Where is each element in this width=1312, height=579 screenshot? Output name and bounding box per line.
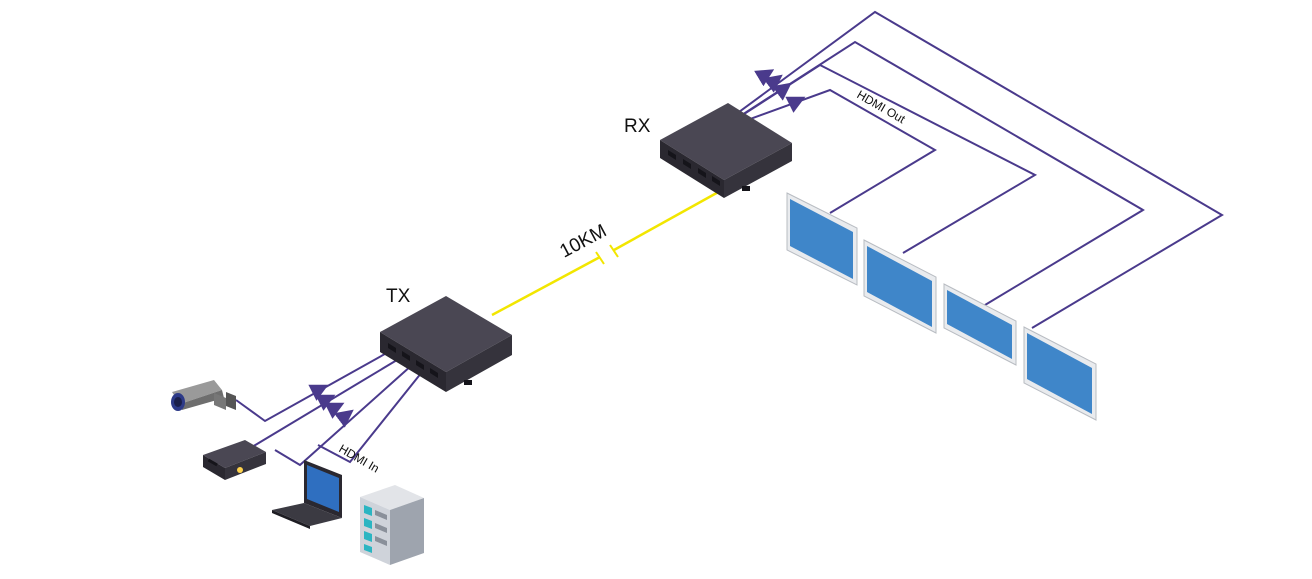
monitor-icon <box>863 239 937 334</box>
hdmi-input-cables <box>235 349 431 467</box>
monitor-icon <box>786 192 858 286</box>
rx-label: RX <box>624 116 651 137</box>
hdmi-in-arrow-4 <box>333 409 354 428</box>
monitor-icon <box>943 283 1017 366</box>
hdmi-in-cable-laptop <box>274 364 413 467</box>
distance-label: 10KM <box>556 221 610 263</box>
monitor-icon <box>1023 326 1097 421</box>
hdmi-in-cable-camera <box>235 349 393 423</box>
hdmi-in-arrow-1 <box>308 384 329 401</box>
hdmi-out-arrow-3 <box>762 74 783 93</box>
tx-hdmi-ports <box>388 343 438 378</box>
rx-hdmi-ports <box>668 150 720 186</box>
tx-box <box>380 296 512 392</box>
monitors <box>786 192 1097 421</box>
hdmi-out-cable-1 <box>719 88 937 214</box>
hdmi-in-cable-projector <box>246 356 403 451</box>
hdmi-in-arrow-2 <box>315 394 336 411</box>
hdmi-output-cables <box>689 10 1224 329</box>
hdmi-out-arrow-1 <box>785 96 806 113</box>
rx-box <box>660 103 792 198</box>
hdmi-out-arrow-4 <box>754 69 775 87</box>
laptop-icon <box>272 460 342 529</box>
tx-label: TX <box>386 286 411 307</box>
projector-icon <box>203 440 266 480</box>
fiber-link <box>491 188 723 317</box>
camera-icon <box>171 380 236 411</box>
hdmi-in-arrow-3 <box>324 402 345 419</box>
server-icon <box>360 485 424 565</box>
hdmi-out-arrow-2 <box>771 82 792 101</box>
